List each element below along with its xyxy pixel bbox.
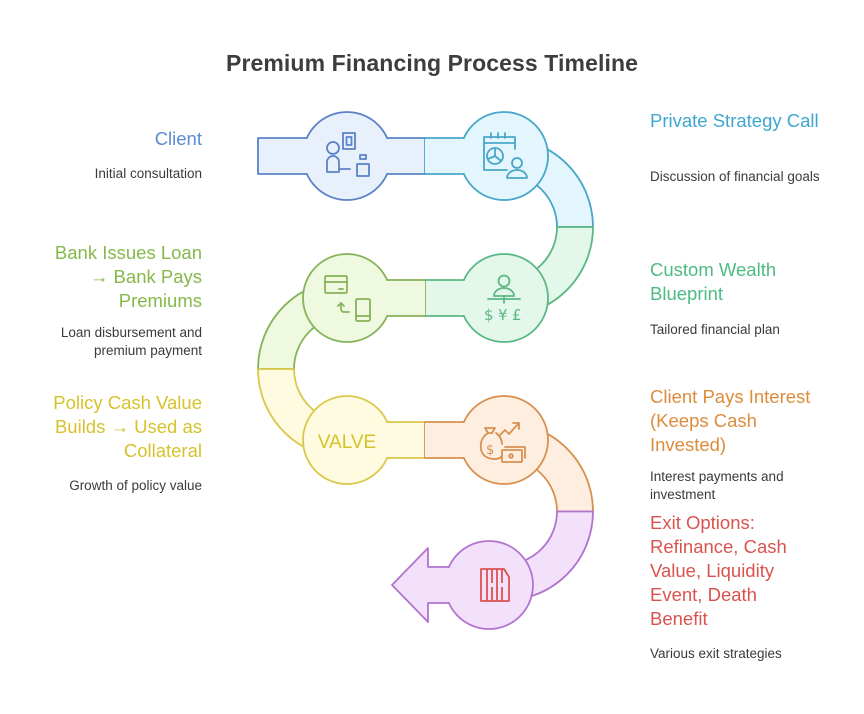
step-title-cash-value: Policy Cash Value Builds → Used as Colla… [53, 392, 202, 461]
segment-client [257, 111, 426, 201]
band-seam [385, 139, 425, 173]
segment-strategy-call [424, 111, 594, 228]
step-desc-bank-loan: Loan disbursement and premium payment [60, 325, 202, 358]
calendar-chart-person-icon [483, 132, 528, 179]
svg-text:¥: ¥ [498, 306, 508, 324]
step-title-client-interest: Client Pays Interest (Keeps Cash Investe… [650, 386, 811, 455]
step-desc-wealth-blueprint: Tailored financial plan [650, 322, 780, 337]
step-title-exit-options: Exit Options: Refinance, Cash Value, Liq… [650, 512, 787, 629]
band-seam [259, 139, 309, 173]
segment-exit-options [391, 510, 594, 630]
step-desc-strategy-call: Discussion of financial goals [650, 169, 820, 184]
step-desc-client-interest: Interest payments and investment [650, 469, 784, 502]
band-seam [385, 423, 425, 457]
step-title-strategy-call: Private Strategy Call [650, 110, 819, 131]
band-seam [385, 281, 425, 315]
step-title-wealth-blueprint: Custom Wealth Blueprint [650, 259, 777, 304]
svg-text:$: $ [484, 306, 494, 324]
step-node [302, 111, 392, 201]
band-seam [429, 568, 451, 602]
valve-text-icon: VALVE [318, 432, 376, 453]
segment-cash-value [257, 368, 426, 485]
segment-wealth-blueprint [424, 226, 594, 343]
client-advisor-icon [326, 132, 370, 177]
step-node [459, 111, 549, 201]
band-seam [425, 139, 466, 173]
band-seam [425, 281, 466, 315]
svg-text:£: £ [512, 306, 522, 324]
svg-text:$: $ [486, 443, 494, 458]
card-phone-transfer-icon [324, 275, 371, 322]
person-currencies-icon: $ ¥ £ [484, 274, 522, 324]
segment-client-interest [424, 395, 594, 513]
money-bag-growth-icon: $ [479, 422, 526, 463]
step-node [459, 395, 549, 485]
step-title-client: Client [154, 128, 202, 149]
page-title: Premium Financing Process Timeline [226, 50, 638, 76]
step-node [302, 253, 392, 343]
step-node [444, 540, 534, 630]
band-seam [425, 423, 466, 457]
step-title-bank-loan: Bank Issues Loan → Bank Pays Premiums [54, 242, 202, 311]
step-desc-exit-options: Various exit strategies [650, 646, 782, 661]
step-desc-cash-value: Growth of policy value [69, 478, 202, 493]
step-desc-client: Initial consultation [94, 166, 202, 181]
exit-door-icon [480, 568, 510, 602]
